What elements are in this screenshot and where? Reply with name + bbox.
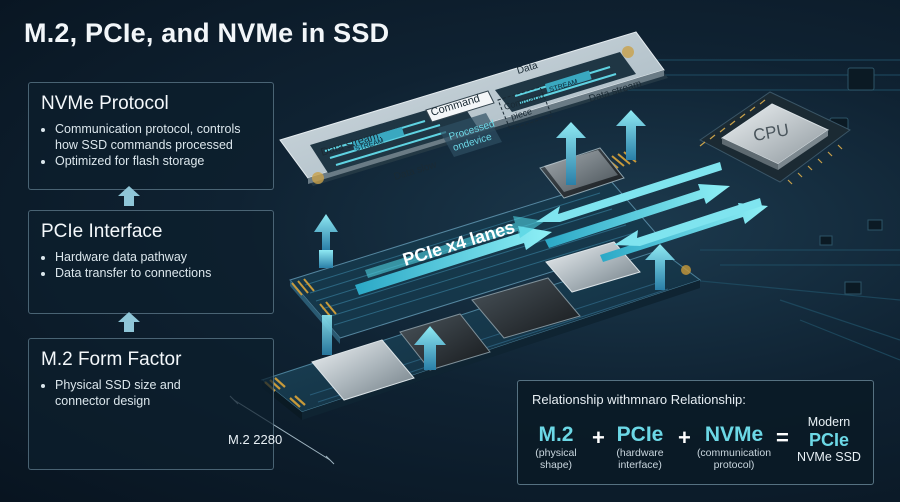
vertical-data-arrows <box>314 110 675 370</box>
m2-panel-bullets: Physical SSD size and connector design <box>41 377 261 409</box>
nvme-panel-bullets: Communication protocol, controls how SSD… <box>41 121 261 169</box>
up-arrow-icon <box>118 312 140 332</box>
relationship-term-pcie: PCIe (hardware interface) <box>610 423 670 471</box>
relationship-title: Relationship withmnaro Relationship: <box>532 392 746 407</box>
cpu-link-arrows <box>536 162 768 262</box>
page-title: M.2, PCIe, and NVMe in SSD <box>24 18 390 48</box>
nvme-layer: STREAM STREAM Command Processed ondevice… <box>279 31 668 186</box>
plus-sign: + <box>592 425 605 450</box>
pcie-interface-panel: PCIe Interface Hardware data pathway Dat… <box>28 210 274 314</box>
relationship-term-m2: M.2 (physical shape) <box>528 423 584 471</box>
bullet-item: Data transfer to connections <box>55 265 261 281</box>
result-line: PCIe <box>808 430 850 450</box>
motherboard-background <box>620 59 900 361</box>
relationship-box: Relationship withmnaro Relationship: M.2… <box>517 380 874 485</box>
term-name: NVMe <box>704 423 764 446</box>
term-name: M.2 <box>538 423 574 446</box>
nvme-panel-heading: NVMe Protocol <box>41 93 169 114</box>
bullet-item: Hardware data pathway <box>55 249 261 265</box>
bullet-item: how SSD commands processed <box>55 138 233 152</box>
term-desc: interface) <box>618 459 662 471</box>
svg-text:Data slow: Data slow <box>393 159 439 183</box>
term-desc: (hardware <box>616 447 664 459</box>
bullet-item: Optimized for flash storage <box>55 153 261 169</box>
board-components <box>819 67 883 295</box>
m2-panel-heading: M.2 Form Factor <box>41 349 182 370</box>
bullet-item: Communication protocol, controls <box>55 121 261 137</box>
pcie-panel-bullets: Hardware data pathway Data transfer to c… <box>41 249 261 281</box>
term-desc: shape) <box>539 459 573 471</box>
equals-sign: = <box>776 425 789 450</box>
m2-form-factor-panel: M.2 Form Factor Physical SSD size and co… <box>28 338 274 470</box>
result-line: Modern <box>807 415 851 429</box>
term-desc: (communication <box>696 447 772 459</box>
cpu-chip: CPU <box>699 91 851 185</box>
relationship-term-nvme: NVMe (communication protocol) <box>692 423 776 471</box>
term-desc: (physical <box>535 447 577 459</box>
pcie-panel-heading: PCIe Interface <box>41 221 163 242</box>
relationship-result: Modern PCIe NVMe SSD <box>788 415 870 465</box>
up-arrow-icon <box>118 186 140 206</box>
bullet-item: connector design <box>55 394 151 408</box>
m2-ssd-board <box>260 241 702 420</box>
plus-sign: + <box>678 425 691 450</box>
nvme-protocol-panel: NVMe Protocol Communication protocol, co… <box>28 82 274 190</box>
term-name: PCIe <box>616 423 664 446</box>
term-desc: protocol) <box>713 459 755 471</box>
result-line: NVMe SSD <box>797 450 861 464</box>
bullet-item: Physical SSD size and <box>55 377 261 393</box>
m2-size-label: M.2 2280 <box>228 432 283 447</box>
